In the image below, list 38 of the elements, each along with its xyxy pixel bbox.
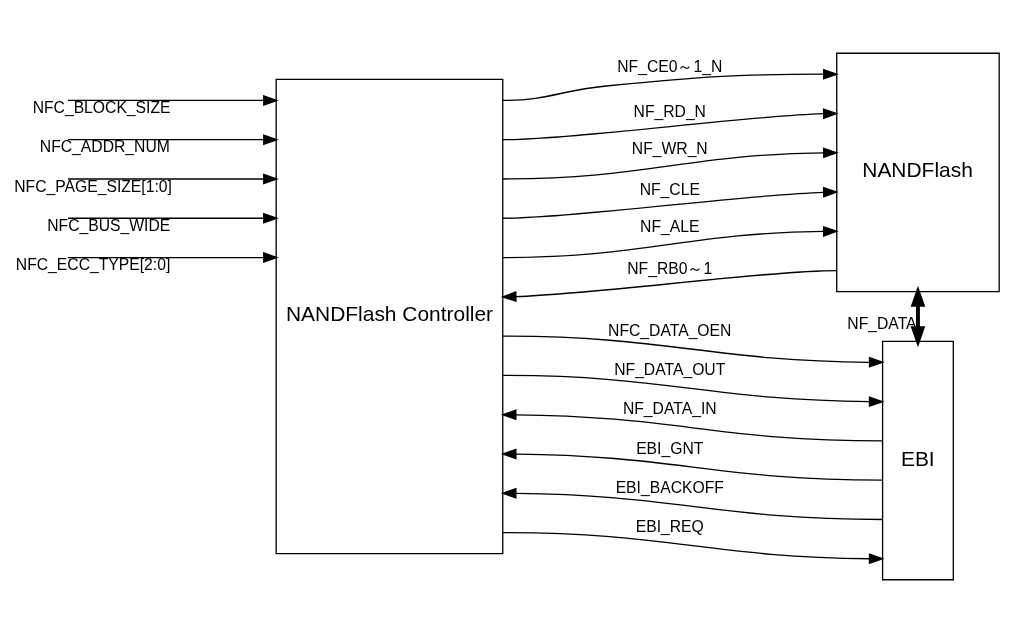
edge-label: NF_CE0～1_N bbox=[617, 57, 723, 75]
arrow bbox=[502, 374, 885, 407]
edge-label: EBI_GNT bbox=[636, 439, 704, 456]
arrow bbox=[500, 269, 838, 302]
node-box: NANDFlash bbox=[836, 52, 1000, 292]
edge-label: NF_DATA_IN bbox=[622, 399, 717, 417]
arrow bbox=[502, 531, 885, 564]
edge-label: NF_ALE bbox=[640, 217, 700, 235]
edge-label: NF_DATA_OUT bbox=[614, 360, 726, 378]
edge-label: NF_WR_N bbox=[631, 139, 708, 157]
edge-label: NFC_ECC_TYPE[2:0] bbox=[15, 255, 171, 273]
arrow bbox=[500, 408, 884, 442]
edge-label: NF_RD_N bbox=[633, 102, 706, 120]
edge-label: NFC_BLOCK_SIZE bbox=[32, 98, 171, 116]
arrow bbox=[67, 94, 279, 106]
arrow bbox=[910, 285, 926, 347]
arrow bbox=[502, 186, 839, 219]
edge-label: NF_CLE bbox=[639, 180, 700, 198]
arrow bbox=[67, 212, 279, 224]
edge-label: NFC_BUS_WIDE bbox=[47, 216, 171, 234]
arrow bbox=[67, 251, 279, 263]
edge-label: NF_DATA bbox=[847, 314, 917, 332]
edge-label: EBI_BACKOFF bbox=[615, 478, 724, 496]
edge-label: NFC_ADDR_NUM bbox=[39, 137, 170, 155]
arrow bbox=[500, 487, 884, 520]
arrow bbox=[502, 146, 839, 180]
node-box: EBI bbox=[881, 340, 954, 580]
arrow bbox=[502, 107, 839, 140]
edge-label: NFC_DATA_OEN bbox=[608, 321, 732, 339]
arrow bbox=[500, 448, 884, 481]
arrow bbox=[502, 225, 839, 258]
edge-label: NFC_PAGE_SIZE[1:0] bbox=[14, 177, 172, 195]
arrow bbox=[502, 68, 839, 101]
edge-label: NF_RB0～1 bbox=[627, 259, 713, 277]
arrow bbox=[502, 335, 885, 368]
node-box: NANDFlash Controller bbox=[275, 78, 504, 554]
edge-label: EBI_REQ bbox=[635, 517, 704, 535]
arrow bbox=[67, 172, 279, 184]
